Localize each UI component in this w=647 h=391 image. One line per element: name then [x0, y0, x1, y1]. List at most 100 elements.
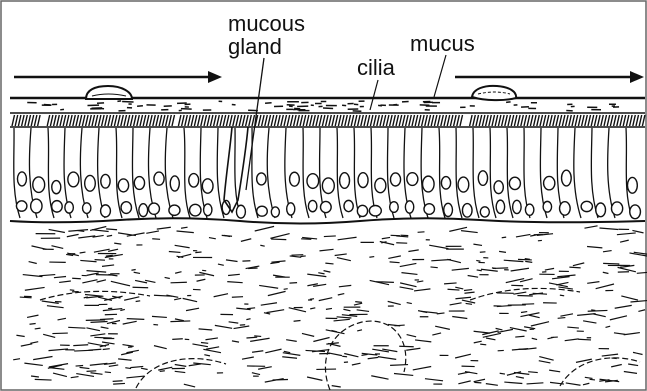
fiber — [558, 318, 566, 319]
cilium — [486, 115, 489, 126]
fiber — [606, 326, 611, 327]
cilium — [370, 115, 373, 126]
fiber — [174, 298, 181, 300]
cilium — [588, 115, 591, 126]
cilium — [524, 115, 527, 126]
cilium — [102, 115, 105, 126]
fiber — [184, 384, 195, 387]
nucleus — [189, 174, 199, 188]
fiber — [388, 256, 401, 259]
cilium — [441, 115, 444, 126]
nucleus — [307, 174, 319, 189]
fiber — [617, 233, 636, 235]
nucleus — [17, 172, 26, 186]
cilium — [479, 115, 482, 126]
cilium — [626, 115, 629, 126]
fiber — [16, 335, 24, 336]
fiber — [192, 344, 207, 347]
cilium — [172, 115, 175, 126]
fiber — [319, 249, 333, 251]
fiber — [496, 328, 503, 330]
fiber — [492, 268, 496, 269]
fiber — [615, 305, 632, 308]
basal-nucleus — [52, 201, 63, 212]
cell-wall — [184, 128, 190, 218]
nucleus — [407, 173, 418, 186]
fiber — [49, 229, 65, 232]
fiber — [583, 321, 596, 323]
cilium — [585, 115, 588, 126]
cilium — [223, 115, 226, 126]
cilium — [28, 115, 31, 126]
fiber — [462, 300, 475, 303]
cilium — [450, 115, 453, 126]
basal-nucleus — [308, 200, 317, 211]
fiber — [152, 316, 167, 317]
fiber — [532, 338, 537, 339]
cilium — [191, 115, 194, 126]
fiber — [407, 303, 412, 304]
fiber — [357, 330, 362, 331]
cilium — [60, 115, 63, 126]
cilium — [393, 115, 396, 126]
fiber — [130, 366, 143, 367]
cilium — [182, 115, 185, 126]
label-mucous-gland-line1: mucous — [228, 13, 305, 35]
fiber — [450, 303, 462, 305]
fiber — [73, 345, 88, 346]
connective-tissue — [13, 226, 647, 390]
cilium — [601, 115, 604, 126]
cilium — [236, 115, 239, 126]
cilium — [34, 115, 37, 126]
fiber — [107, 235, 112, 236]
basal-nucleus — [560, 202, 571, 215]
fiber — [481, 269, 498, 271]
cell-wall — [626, 128, 632, 218]
cilium — [332, 115, 335, 126]
fiber — [20, 297, 32, 298]
fiber — [566, 383, 581, 385]
fiber — [602, 354, 618, 356]
fiber — [638, 310, 645, 312]
cilium — [297, 115, 300, 126]
label-cilia: cilia — [357, 57, 395, 79]
cilium — [546, 115, 549, 126]
fiber — [90, 321, 107, 322]
cilium — [329, 115, 332, 126]
fiber — [400, 287, 414, 289]
fiber — [102, 265, 114, 266]
fiber — [593, 314, 606, 317]
fiber — [369, 257, 374, 258]
fiber — [103, 309, 122, 311]
label-mucous-gland-line2: gland — [228, 36, 282, 58]
fiber — [260, 245, 264, 246]
cilium — [124, 115, 127, 126]
cilium — [409, 115, 412, 126]
fiber — [302, 333, 314, 336]
nucleus — [544, 176, 555, 189]
fiber — [215, 325, 232, 328]
cell-wall — [371, 128, 377, 218]
cilium — [348, 115, 351, 126]
fiber — [520, 313, 539, 317]
cilium — [105, 115, 108, 126]
basal-nucleus — [287, 203, 295, 215]
cilium — [178, 115, 181, 126]
fiber — [577, 314, 595, 316]
fiber — [283, 353, 301, 356]
nucleus — [257, 173, 266, 185]
fiber — [599, 228, 618, 229]
mucous-gland — [224, 58, 264, 212]
fiber — [388, 301, 401, 304]
fiber — [291, 255, 303, 256]
fiber — [455, 297, 471, 299]
cilium — [358, 115, 361, 126]
cilium — [217, 115, 220, 126]
basal-nucleus — [611, 202, 622, 215]
fiber — [603, 272, 609, 273]
fiber — [610, 316, 627, 320]
vessel-outline — [325, 321, 405, 390]
fiber — [587, 282, 599, 284]
cilium — [12, 115, 15, 126]
fiber — [222, 235, 232, 236]
